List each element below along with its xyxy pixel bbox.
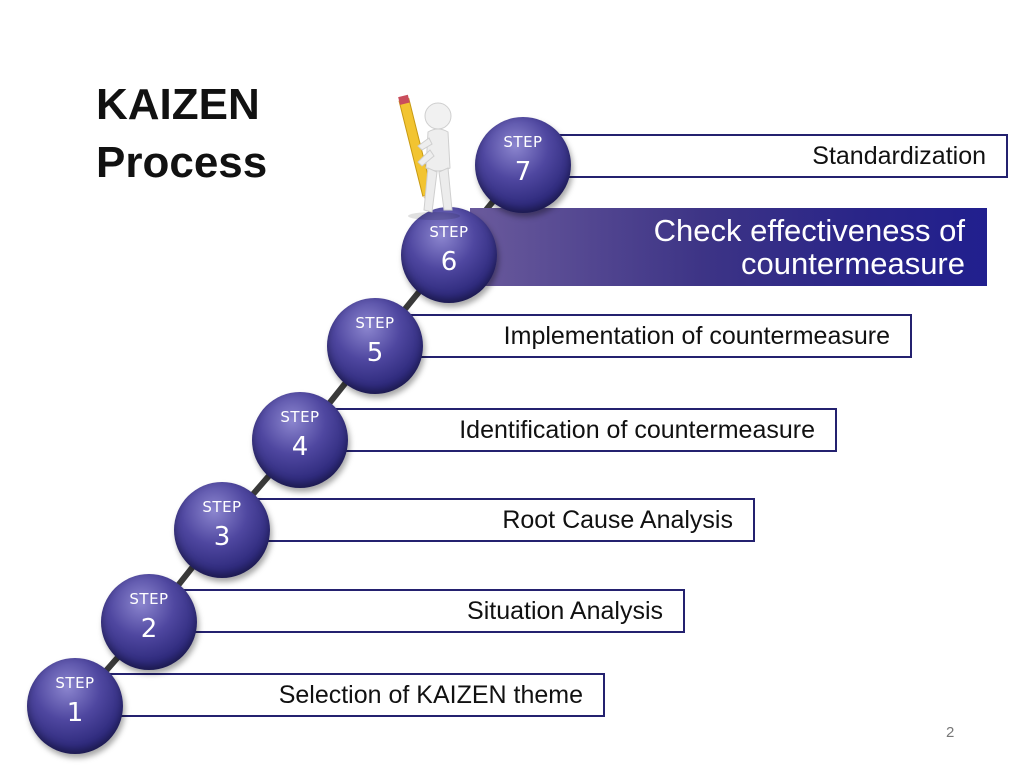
step-2-label: Situation Analysis — [178, 589, 685, 633]
step-4-label: Identification of countermeasure — [330, 408, 837, 452]
step-number: 4 — [291, 432, 309, 462]
title-line-2: Process — [96, 138, 268, 187]
step-number: 5 — [366, 338, 384, 368]
step-1-circle: STEP 1 — [27, 658, 123, 754]
step-1-label: Selection of KAIZEN theme — [102, 673, 605, 717]
step-number: 3 — [213, 522, 231, 552]
step-4-circle: STEP 4 — [252, 392, 348, 488]
step-caption: STEP — [129, 590, 169, 608]
step-7-label: Standardization — [552, 134, 1008, 178]
step-5-circle: STEP 5 — [327, 298, 423, 394]
step-6-circle: STEP 6 — [401, 207, 497, 303]
step-number: 2 — [140, 614, 158, 644]
step-5-label: Implementation of countermeasure — [402, 314, 912, 358]
step-caption: STEP — [355, 314, 395, 332]
title-line-1: KAIZEN — [96, 80, 260, 129]
person-with-pencil-icon — [398, 94, 460, 220]
step-6-label-line-1: Check effectiveness of — [653, 213, 965, 248]
step-6-label-line-2: countermeasure — [740, 246, 965, 281]
slide-title: KAIZEN Process — [96, 76, 267, 192]
step-6-label: Check effectiveness of countermeasure — [470, 208, 987, 286]
step-3-label: Root Cause Analysis — [252, 498, 755, 542]
step-2-circle: STEP 2 — [101, 574, 197, 670]
step-caption: STEP — [55, 674, 95, 692]
step-number: 6 — [440, 247, 458, 277]
step-3-circle: STEP 3 — [174, 482, 270, 578]
step-number: 7 — [514, 157, 532, 187]
page-number: 2 — [946, 724, 955, 741]
step-caption: STEP — [280, 408, 320, 426]
step-caption: STEP — [202, 498, 242, 516]
step-number: 1 — [66, 698, 84, 728]
step-caption: STEP — [503, 133, 543, 151]
step-7-circle: STEP 7 — [475, 117, 571, 213]
step-caption: STEP — [429, 223, 469, 241]
